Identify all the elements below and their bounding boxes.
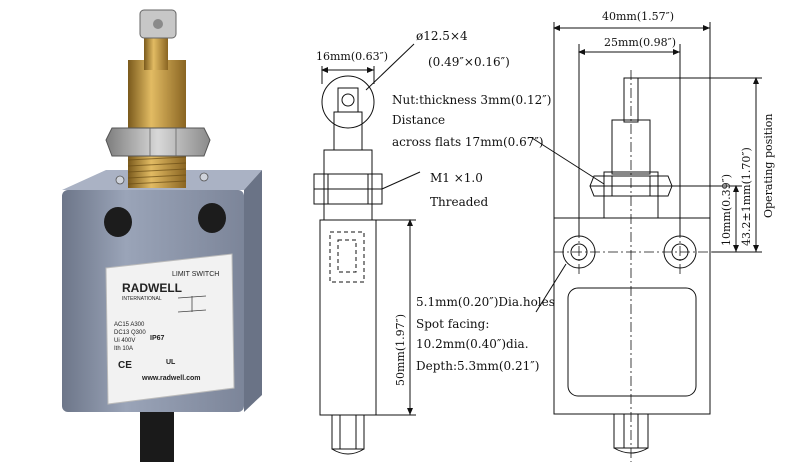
rating-4: Ith 10A — [114, 346, 133, 352]
side-view-drawing — [313, 43, 421, 455]
rating-1: AC15 A300 — [114, 322, 145, 328]
hole-note-4: Depth:5.3mm(0.21″) — [416, 359, 539, 373]
nut-note-2: Distance — [392, 113, 445, 127]
nut-note-3: across flats 17mm(0.67″) — [392, 135, 544, 149]
rating-3: Ui 400V — [114, 338, 135, 344]
website: www.radwell.com — [141, 375, 200, 382]
thread-note-2: Threaded — [430, 195, 489, 209]
brand-sub: INTERNATIONAL — [122, 296, 162, 302]
roller-dia-inch: (0.49″×0.16″) — [428, 55, 510, 69]
hex-nut — [105, 127, 211, 157]
front-width-dim: 40mm(1.57″) — [602, 10, 674, 23]
side-width-dim: 16mm(0.63″) — [316, 50, 388, 63]
ce-mark: CE — [118, 360, 132, 371]
mounting-hole-right — [198, 203, 226, 233]
nut-note-1: Nut:thickness 3mm(0.12″) — [392, 93, 551, 107]
hole-spacing-dim: 25mm(0.98″) — [604, 36, 676, 49]
operating-label: Operating position — [762, 114, 775, 218]
product-label — [105, 253, 235, 405]
operating-dim: 43.2±1mm(1.70″) — [740, 147, 753, 246]
mounting-hole-left — [104, 207, 132, 237]
brand-logo: RADWELL — [122, 281, 182, 295]
hole-note-3: 10.2mm(0.40″)dia. — [416, 337, 529, 351]
hole-note-2: Spot facing: — [416, 317, 489, 331]
ul-mark: UL — [166, 359, 176, 366]
rating-2: DC13 Q300 — [114, 330, 146, 336]
roller-outline — [321, 75, 375, 129]
label-title: LIMIT SWITCH — [172, 271, 219, 278]
body-side — [244, 170, 262, 412]
body-height-dim: 50mm(1.97″) — [394, 314, 407, 386]
side-body — [319, 219, 377, 416]
cable — [140, 405, 174, 462]
hole-note-1: 5.1mm(0.20″)Dia.holes — [416, 295, 555, 309]
dim-10mm: 10mm(0.39″) — [720, 174, 733, 246]
roller-dia-dim: ø12.5×4 — [416, 29, 468, 43]
thread-note-1: M1 ×1.0 — [430, 171, 483, 185]
front-view-drawing — [531, 22, 762, 462]
brass-bushing — [128, 60, 186, 188]
ip-rating: IP67 — [150, 335, 165, 342]
product-photo: RADWELL INTERNATIONAL LIMIT SWITCH AC15 … — [62, 9, 262, 462]
